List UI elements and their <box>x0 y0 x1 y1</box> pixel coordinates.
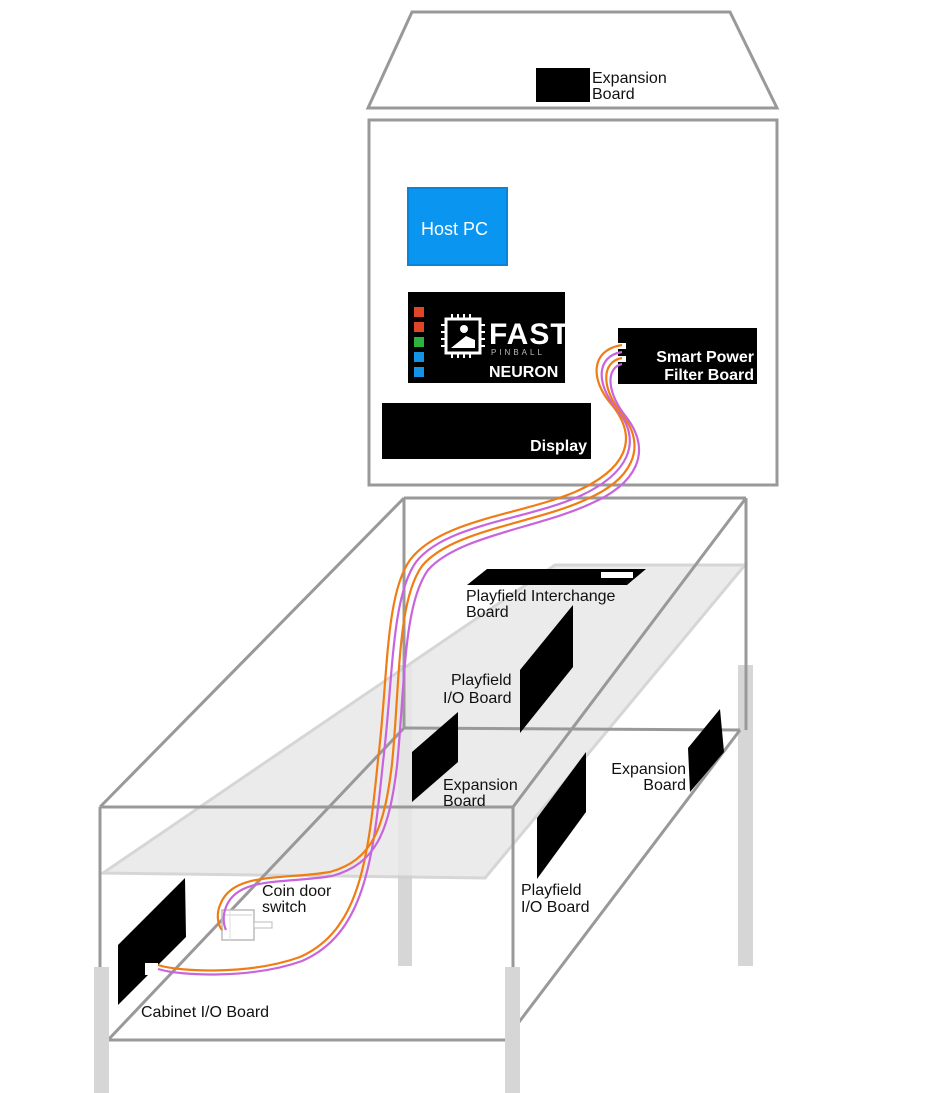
led-green <box>414 337 424 347</box>
cable-cabinet-purple <box>157 350 631 976</box>
playfield-interchange-label-2: Board <box>466 604 509 621</box>
expansion-mid-label-2: Board <box>443 793 486 810</box>
leg-back-right <box>738 665 753 966</box>
leg-front-left <box>94 967 109 1093</box>
host-pc-label: Host PC <box>421 219 488 239</box>
pinball-logo-text: PINBALL <box>491 348 545 357</box>
playfield-io-lower-label-2: I/O Board <box>521 899 589 916</box>
expansion-board-right <box>688 709 724 792</box>
led-red-1 <box>414 307 424 317</box>
playfield-glass <box>98 563 749 880</box>
cabinet-io-label: Cabinet I/O Board <box>141 1004 269 1021</box>
leg-front-right <box>505 967 520 1093</box>
playfield-interchange-label-1: Playfield Interchange <box>466 588 616 605</box>
fast-chip-icon <box>441 314 485 358</box>
led-blue-2 <box>414 367 424 377</box>
expansion-board-mid <box>412 712 458 802</box>
cabinet-io-connector <box>145 963 158 975</box>
cabinet-io-board <box>118 878 186 1005</box>
fast-logo-text: FAST <box>489 318 570 351</box>
expansion-mid-label-1: Expansion <box>443 777 518 794</box>
host-pc-box <box>407 187 508 266</box>
led-red-2 <box>414 322 424 332</box>
cable-cabinet-orange <box>157 343 628 972</box>
backbox-topper <box>365 10 780 110</box>
playfield-io-upper-label-1: Playfield <box>451 672 511 689</box>
cable-coindoor-purple <box>222 362 641 931</box>
expansion-right-label-1: Expansion <box>611 761 686 778</box>
backbox <box>367 118 779 487</box>
neuron-label: NEURON <box>489 364 558 381</box>
led-blue-1 <box>414 352 424 362</box>
neuron-controller <box>408 292 565 383</box>
display-board <box>382 403 591 459</box>
smart-power-label-1: Smart Power <box>656 349 754 366</box>
backbox-expansion-board <box>536 68 590 102</box>
coin-door-label-1: Coin door <box>262 883 332 900</box>
playfield-io-board-upper <box>520 605 573 733</box>
coin-door-switch-icon <box>221 909 273 941</box>
interchange-connector <box>601 572 633 578</box>
playfield-io-lower-label-1: Playfield <box>521 882 581 899</box>
smart-power-label-2: Filter Board <box>664 367 754 384</box>
playfield-io-board-lower <box>537 752 586 879</box>
backbox-expansion-label-1: Expansion <box>592 70 667 87</box>
playfield-io-upper-label-2: I/O Board <box>443 690 511 707</box>
power-cable-bundle <box>157 343 641 976</box>
smart-power-filter-board <box>618 328 757 384</box>
display-label: Display <box>530 438 587 455</box>
backbox-expansion-label-2: Board <box>592 86 635 103</box>
expansion-right-label-2: Board <box>643 777 686 794</box>
cable-coindoor-orange <box>216 356 636 931</box>
coin-door-label-2: switch <box>262 899 306 916</box>
